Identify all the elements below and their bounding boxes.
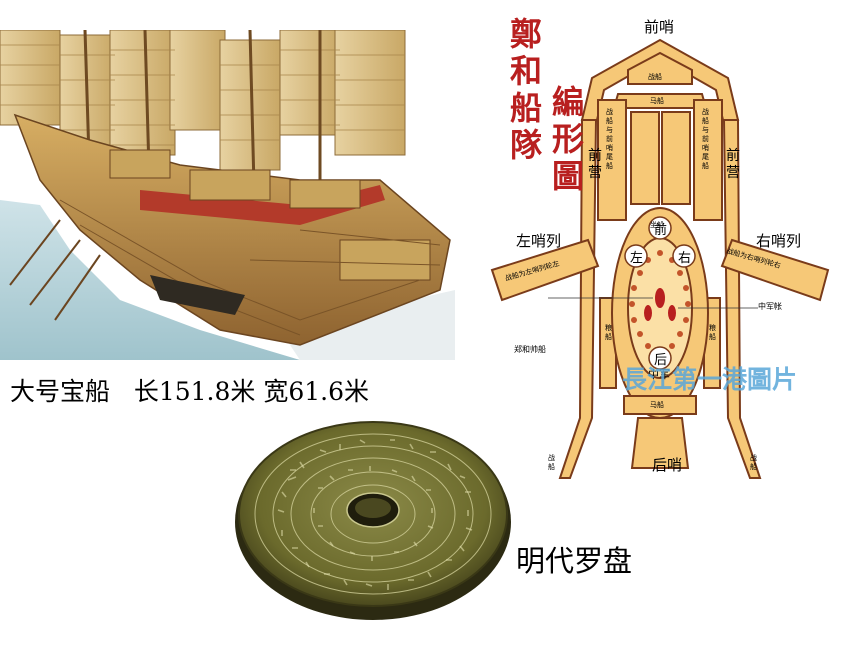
label-front-camp-right: 前营 <box>726 148 740 181</box>
label-ship-supply-right: 战船与前哨尾船 <box>702 108 709 170</box>
ship-oars <box>9 219 101 321</box>
compass-needle-pit <box>355 498 391 518</box>
title-char: 船 <box>510 89 543 127</box>
sea-water <box>0 200 300 360</box>
label-left: 左 <box>630 251 644 266</box>
rear-scout-block <box>630 417 690 469</box>
ship-sails <box>0 29 406 171</box>
label-ship-battle-bow: 战船 <box>648 73 662 81</box>
label-zheng-he-flagship: 郑和帅船 <box>514 345 546 354</box>
label-ship-horse-bow: 马船 <box>650 97 664 105</box>
outer-right-column <box>722 119 762 479</box>
label-front-camp-left: 前营 <box>588 148 602 181</box>
compass-rings <box>254 433 492 595</box>
label-rear: 后 <box>654 353 668 368</box>
watermark: 長江第一港圖片 <box>622 365 798 394</box>
right-scout-wing <box>720 238 830 302</box>
formation-title: 鄭 和 船 隊 編 形 圖 <box>510 16 610 206</box>
title-char: 形 <box>552 120 585 158</box>
label-ship-seat: 坐船 <box>650 221 664 229</box>
label-ship-battle-rear-left: 战船 <box>548 454 555 471</box>
label-ship-battle-rear-right: 战船 <box>750 454 757 471</box>
label-right: 右 <box>678 251 692 266</box>
title-char: 和 <box>510 52 543 90</box>
label-ship-grain-right: 粮船 <box>709 324 716 341</box>
compass-caption: 明代罗盘 <box>516 544 633 578</box>
treasure-ship-illustration <box>0 29 455 360</box>
ship-caption: 大号宝船 长151.8米 宽61.6米 <box>10 377 370 406</box>
ming-compass-image <box>230 410 520 625</box>
label-ship-supply-left: 战船与前哨尾船 <box>606 108 613 170</box>
outer-left-column <box>558 119 598 479</box>
compass-drawing <box>235 421 511 620</box>
title-char: 隊 <box>510 126 543 164</box>
title-char: 鄭 <box>510 15 543 53</box>
front-horse-ship-right <box>661 111 691 205</box>
left-scout-wing <box>490 238 600 302</box>
front-camp-left-column <box>597 99 627 221</box>
center-flagships <box>644 288 676 321</box>
label-ship-grain-left: 粮船 <box>605 324 612 341</box>
label-center-army: 中军 <box>648 368 670 381</box>
title-char: 編 <box>552 83 585 121</box>
label-right-scout-column: 右哨列 <box>756 232 802 250</box>
formation-drawing <box>490 38 830 479</box>
label-ship-horse-rear: 马船 <box>650 401 664 409</box>
ship-cabins <box>109 149 431 281</box>
label-center-army-tent: 中军帐 <box>758 302 782 311</box>
rear-horse-ship <box>623 395 697 415</box>
ship-deck-stripe <box>140 185 385 225</box>
front-horse-ship-left <box>630 111 660 205</box>
label-rear-scout: 后哨 <box>652 456 683 474</box>
compass-glyph-marks <box>277 439 473 590</box>
label-left-scout-column: 左哨列 <box>516 232 562 250</box>
label-front-scout: 前哨 <box>644 18 675 36</box>
zheng-he-fleet-formation-diagram: 鄭 和 船 隊 編 形 圖 前哨 前营 前营 左哨列 右哨列 后哨 前 左 右 … <box>488 8 830 496</box>
formation-bow-battle-ship <box>627 51 693 85</box>
front-camp-right-column <box>693 99 723 221</box>
title-char: 圖 <box>552 157 585 195</box>
ship-tender-boat <box>150 275 245 315</box>
treasure-ship-drawing <box>0 29 455 360</box>
label-front: 前 <box>654 223 668 238</box>
